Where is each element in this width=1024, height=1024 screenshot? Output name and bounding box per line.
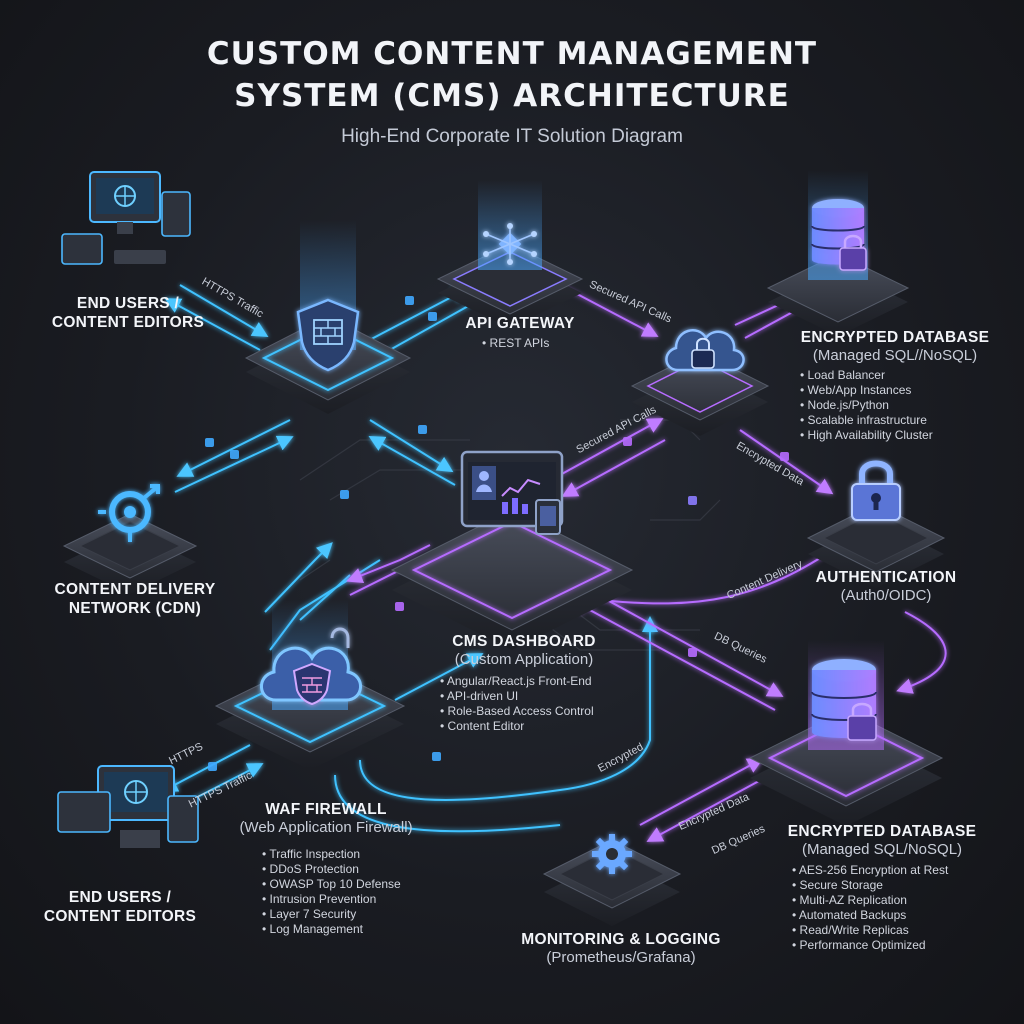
- dashboard-platform: [390, 509, 634, 650]
- end-users-top-line1: END USERS /: [76, 295, 180, 312]
- dashboard-tablet-icon: [460, 450, 564, 535]
- devices-icon: [61, 171, 191, 265]
- label-monitoring: MONITORING & LOGGING (Prometheus/Grafana…: [506, 930, 736, 967]
- api-gateway-bullets: REST APIs: [482, 336, 550, 351]
- waf-bullet: Intrusion Prevention: [262, 892, 401, 907]
- db-bottom-bullet: Performance Optimized: [792, 938, 948, 953]
- link-monitoring-to-db-bottom: [639, 758, 764, 826]
- db-top-bullet: Web/App Instances: [800, 383, 933, 398]
- cdn-line2: NETWORK (CDN): [68, 600, 202, 617]
- data-packets: [205, 296, 789, 771]
- link-dashboard-to-db-bottom: [579, 584, 784, 697]
- db-bottom-bullets: AES-256 Encryption at Rest Secure Storag…: [792, 863, 948, 953]
- db-top-bullet: Load Balancer: [800, 368, 933, 383]
- label-api-gateway: API GATEWAY: [440, 314, 600, 333]
- label-waf-firewall: WAF FIREWALL (Web Application Firewall): [206, 800, 446, 837]
- db-bottom-bullet: Multi-AZ Replication: [792, 893, 948, 908]
- page-title-line1: CUSTOM CONTENT MANAGEMENT: [206, 36, 818, 72]
- link-firewall-to-endusers-top: [164, 298, 261, 351]
- link-waf-to-monitoring: [359, 616, 658, 801]
- db-top-bullet: Node.js/Python: [800, 398, 933, 413]
- waf-bullet: Log Management: [262, 922, 401, 937]
- authentication-subtitle: (Auth0/OIDC): [840, 587, 932, 604]
- link-dashboard-to-cloud: [559, 418, 664, 476]
- cloud-shield-icon: [260, 627, 362, 706]
- label-authentication: AUTHENTICATION (Auth0/OIDC): [796, 568, 976, 605]
- label-cms-dashboard: CMS DASHBOARD (Custom Application): [424, 632, 624, 669]
- link-firewall-to-dashboard: [369, 419, 454, 473]
- cdn-network-icon: [98, 484, 160, 542]
- end-users-bottom-line2: CONTENT EDITORS: [43, 908, 197, 925]
- waf-bullet: DDoS Protection: [262, 862, 401, 877]
- padlock-icon: [851, 460, 901, 521]
- link-waf-up: [264, 542, 333, 613]
- cms-dashboard-subtitle: (Custom Application): [454, 651, 594, 668]
- monitoring-subtitle: (Prometheus/Grafana): [546, 949, 696, 966]
- cms-dashboard-bullet: Role-Based Access Control: [440, 704, 594, 719]
- page-subtitle: High-End Corporate IT Solution Diagram: [341, 126, 683, 147]
- cyan-connections: [161, 284, 658, 833]
- label-db-bottom: ENCRYPTED DATABASE (Managed SQL/NoSQL): [762, 822, 1002, 859]
- cms-dashboard-bullet: API-driven UI: [440, 689, 594, 704]
- end-users-bottom-line1: END USERS /: [68, 889, 172, 906]
- authentication-title: AUTHENTICATION: [815, 569, 957, 586]
- waf-bullet: Traffic Inspection: [262, 847, 401, 862]
- label-end-users-bottom: END USERS / CONTENT EDITORS: [20, 888, 220, 926]
- cms-dashboard-bullets: Angular/React.js Front-End API-driven UI…: [440, 674, 594, 734]
- label-cdn: CONTENT DELIVERY NETWORK (CDN): [30, 580, 240, 618]
- link-firewall-to-cdn: [176, 419, 291, 477]
- cms-dashboard-bullet: Content Editor: [440, 719, 594, 734]
- waf-bullet: Layer 7 Security: [262, 907, 401, 922]
- api-gateway-title: API GATEWAY: [465, 315, 575, 332]
- cloud-lock-icon: [665, 329, 745, 372]
- waf-title: WAF FIREWALL: [265, 801, 387, 818]
- waf-subtitle: (Web Application Firewall): [239, 819, 413, 836]
- db-bottom-subtitle: (Managed SQL/NoSQL): [801, 841, 963, 858]
- db-top-bullet: Scalable infrastructure: [800, 413, 933, 428]
- monitoring-title: MONITORING & LOGGING: [521, 931, 721, 948]
- label-db-top: ENCRYPTED DATABASE (Managed SQL//NoSQL): [780, 328, 1010, 365]
- db-top-subtitle: (Managed SQL//NoSQL): [812, 347, 978, 364]
- api-gateway-bullet: REST APIs: [482, 336, 550, 351]
- db-top-bullet: High Availability Cluster: [800, 428, 933, 443]
- db-top-bullets: Load Balancer Web/App Instances Node.js/…: [800, 368, 933, 443]
- waf-bullets: Traffic Inspection DDoS Protection OWASP…: [262, 847, 401, 937]
- link-auth-to-dashboard: [581, 544, 841, 607]
- db-top-title: ENCRYPTED DATABASE: [800, 329, 990, 346]
- label-end-users-top: END USERS / CONTENT EDITORS: [28, 294, 228, 332]
- cdn-platform: [62, 513, 198, 594]
- waf-bullet: OWASP Top 10 Defense: [262, 877, 401, 892]
- link-firewall-to-apigateway: [359, 288, 469, 346]
- cms-dashboard-bullet: Angular/React.js Front-End: [440, 674, 594, 689]
- link-waf-to-dashboard: [394, 653, 484, 701]
- db-bottom-bullet: AES-256 Encryption at Rest: [792, 863, 948, 878]
- database-lock-bottom-icon: [811, 659, 877, 741]
- page-title-line2: SYSTEM (CMS) ARCHITECTURE: [234, 78, 790, 114]
- shield-firewall-icon: [296, 298, 360, 372]
- end-users-top-line2: CONTENT EDITORS: [51, 314, 205, 331]
- cdn-line1: CONTENT DELIVERY: [54, 581, 216, 598]
- db-bottom-title: ENCRYPTED DATABASE: [787, 823, 977, 840]
- link-waf-to-endusers-bottom: [161, 744, 251, 792]
- db-bottom-bullet: Read/Write Replicas: [792, 923, 948, 938]
- db-bottom-bullet: Secure Storage: [792, 878, 948, 893]
- auth-platform: [806, 503, 946, 588]
- database-lock-icon: [811, 199, 867, 271]
- cms-dashboard-title: CMS DASHBOARD: [452, 633, 596, 650]
- gear-icon: [592, 834, 632, 874]
- db-bottom-bullet: Automated Backups: [792, 908, 948, 923]
- devices-bottom-icon: [57, 765, 199, 848]
